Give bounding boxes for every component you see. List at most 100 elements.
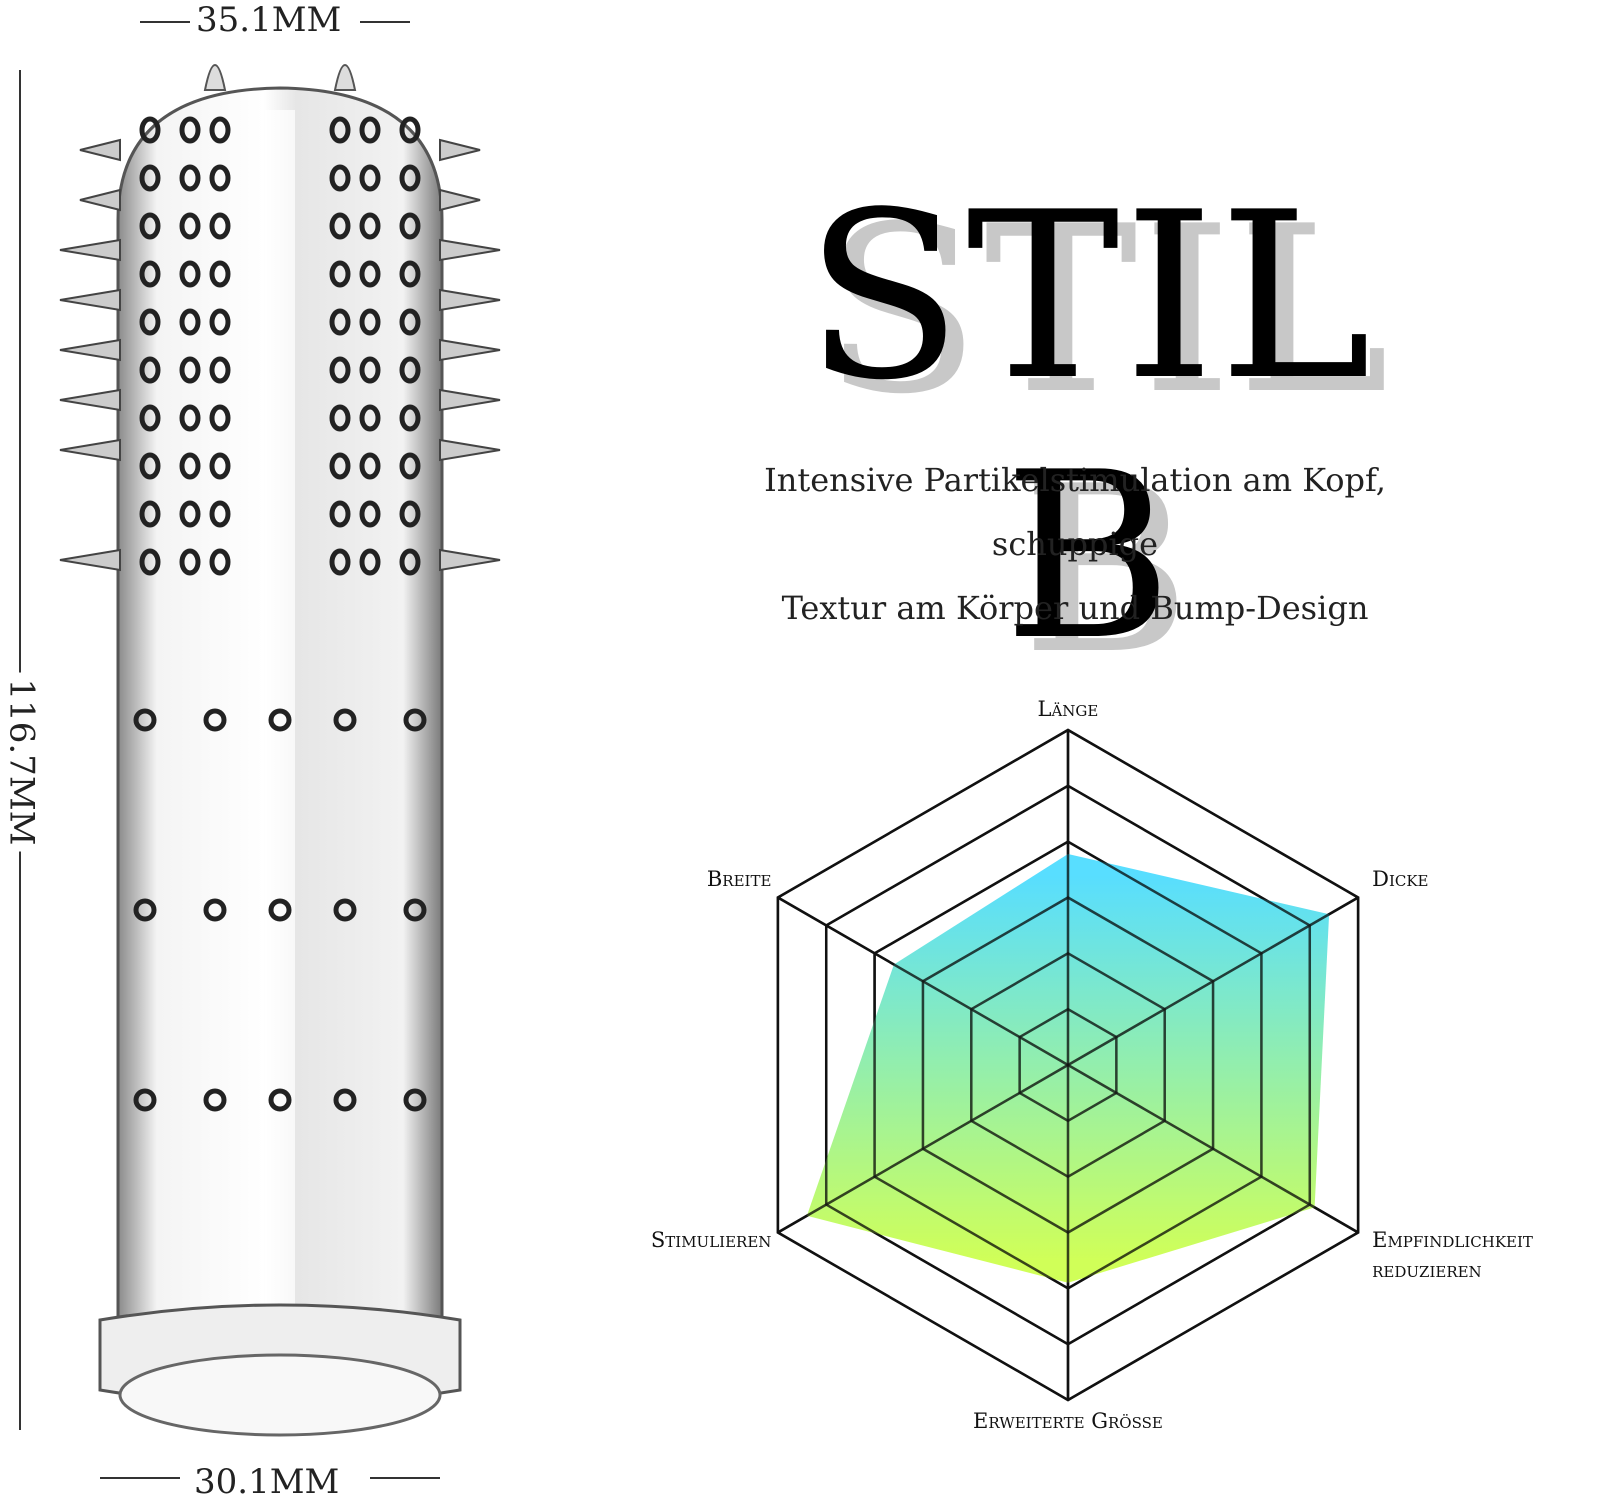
bump <box>399 260 421 288</box>
bump <box>399 500 421 528</box>
radar-axis-label-text: Breite <box>706 866 772 891</box>
spike <box>439 548 501 572</box>
bump <box>209 116 231 144</box>
bump <box>399 548 421 576</box>
radar-axis-label: Empfindlichkeit reduzieren <box>1372 1225 1533 1285</box>
bump <box>359 404 381 432</box>
bump <box>179 548 201 576</box>
bump <box>209 212 231 240</box>
bump <box>399 212 421 240</box>
bump <box>329 452 351 480</box>
bump <box>359 164 381 192</box>
bump-pattern <box>133 116 427 1112</box>
bump <box>209 404 231 432</box>
bump <box>359 116 381 144</box>
bump <box>399 116 421 144</box>
spike <box>439 188 481 212</box>
spike <box>439 388 501 412</box>
radar-axis-label: Dicke <box>1372 864 1428 894</box>
bump <box>179 308 201 336</box>
bump <box>139 308 161 336</box>
bump <box>139 116 161 144</box>
bump <box>179 452 201 480</box>
spike <box>439 238 501 262</box>
dimension-lines <box>19 21 440 1479</box>
spike <box>439 338 501 362</box>
style-title: STIL B <box>804 164 1376 691</box>
bump <box>268 1088 292 1112</box>
bump <box>329 164 351 192</box>
style-description: Intensive Partikelstimulation am Kopf, s… <box>680 448 1470 640</box>
radar-axis-label-text-2: reduzieren <box>1372 1257 1482 1282</box>
bump <box>179 164 201 192</box>
bump <box>179 212 201 240</box>
spike <box>79 138 121 162</box>
bump <box>133 898 157 922</box>
bump <box>399 452 421 480</box>
bump <box>209 260 231 288</box>
radar-axis-line-overlay <box>777 1063 1069 1234</box>
bump <box>403 1088 427 1112</box>
bump <box>139 212 161 240</box>
bump <box>359 212 381 240</box>
bump <box>268 898 292 922</box>
bump <box>399 164 421 192</box>
bump <box>179 356 201 384</box>
sleeve-body <box>98 64 462 1437</box>
radar-axis-label: Breite <box>707 864 772 894</box>
radar-axis-label: Erweiterte Größe <box>973 1406 1163 1436</box>
bump <box>399 404 421 432</box>
bump <box>209 500 231 528</box>
bump <box>329 356 351 384</box>
spike <box>59 238 121 262</box>
bump <box>333 708 357 732</box>
bump <box>179 500 201 528</box>
bump <box>403 708 427 732</box>
bump <box>333 898 357 922</box>
bump <box>209 164 231 192</box>
bump <box>139 404 161 432</box>
spike <box>59 388 121 412</box>
bump <box>203 708 227 732</box>
description-line-1: Intensive Partikelstimulation am Kopf, s… <box>764 461 1386 563</box>
radar-axis-line-overlay <box>1067 1063 1359 1234</box>
bump <box>139 548 161 576</box>
radar-axis-label-text: Empfindlichkeit <box>1372 1227 1533 1252</box>
bump <box>133 708 157 732</box>
dimension-length: 116.7MM <box>1 672 42 852</box>
radar-axis-label-text: Dicke <box>1372 866 1429 891</box>
bump <box>359 308 381 336</box>
radar-axis-label-text: Erweiterte Größe <box>973 1409 1163 1433</box>
bump <box>179 260 201 288</box>
spike <box>59 548 121 572</box>
dimension-bottom-width: 30.1MM <box>188 1462 346 1502</box>
bump <box>139 164 161 192</box>
bump <box>329 116 351 144</box>
spike <box>439 288 501 312</box>
bump <box>133 1088 157 1112</box>
radar-chart-svg <box>776 728 1360 1402</box>
dimension-top-width: 35.1MM <box>190 0 348 40</box>
bump <box>329 308 351 336</box>
spike <box>59 338 121 362</box>
spike <box>79 188 121 212</box>
bump <box>399 308 421 336</box>
bump <box>403 898 427 922</box>
bump <box>139 500 161 528</box>
bump <box>209 308 231 336</box>
radar-axis-line-overlay <box>777 896 1069 1067</box>
radar-axis-line-overlay <box>1067 896 1359 1067</box>
bump <box>209 356 231 384</box>
bump <box>329 500 351 528</box>
spike <box>59 438 121 462</box>
bump <box>179 116 201 144</box>
bump <box>359 548 381 576</box>
radar-axis-label-text: Stimulieren <box>650 1227 772 1252</box>
bump <box>268 708 292 732</box>
spike <box>439 138 481 162</box>
spike-pattern <box>59 138 501 572</box>
bump <box>203 898 227 922</box>
bump <box>333 1088 357 1112</box>
bump <box>203 1088 227 1112</box>
